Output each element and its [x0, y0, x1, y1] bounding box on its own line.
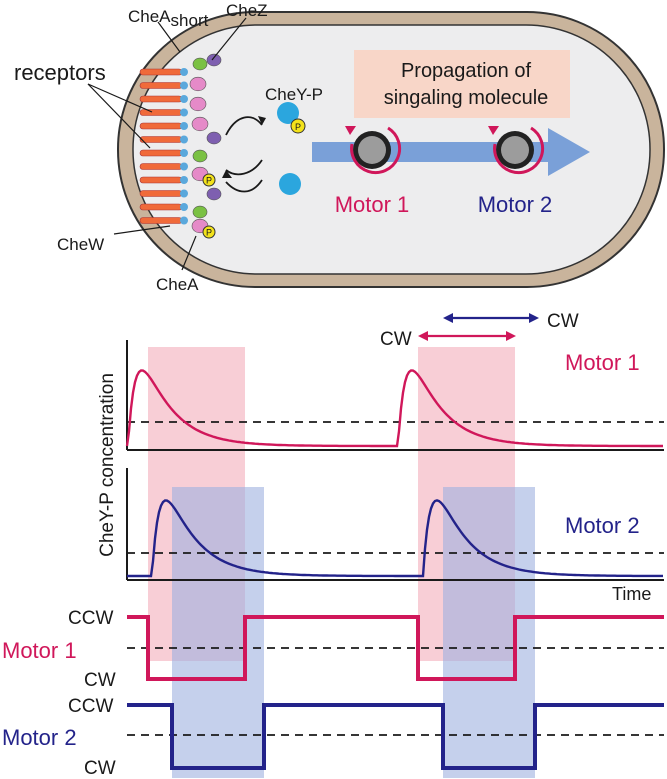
phosphate-letter: P	[206, 176, 212, 186]
motor2-band-2	[443, 487, 535, 778]
receptor	[139, 136, 183, 143]
receptor	[139, 217, 183, 224]
chew-label: CheW	[57, 235, 104, 254]
receptor	[139, 68, 183, 76]
time-bands	[148, 347, 535, 778]
phospho-label: P	[295, 122, 301, 132]
receptor	[139, 163, 183, 170]
motor1-cw-label: CW	[84, 670, 116, 691]
motor2-concentration-curve	[127, 499, 663, 578]
state-midlines	[127, 647, 664, 736]
chemotaxis-protein	[192, 149, 208, 163]
chemotaxis-protein	[192, 205, 208, 219]
chea-label: CheA	[156, 275, 199, 294]
chey-p-molecule: P	[277, 102, 306, 134]
chew-protein	[180, 135, 188, 144]
motor1-state-trace	[127, 615, 664, 681]
motor-1-symbol	[345, 126, 402, 174]
state-motor-2-label: Motor 2	[2, 725, 77, 750]
chez-label: CheZ	[226, 1, 268, 20]
receptor	[139, 190, 183, 197]
plot-motor-1-label: Motor 1	[565, 350, 640, 375]
propagation-label-line1: Propagation of	[401, 60, 532, 82]
chew-protein	[180, 216, 188, 225]
chew-protein	[180, 95, 188, 103]
chew-protein	[180, 68, 188, 76]
chey-molecule	[279, 173, 301, 195]
receptor	[139, 149, 183, 157]
phosphate-marker	[202, 173, 216, 187]
phosphotransfer-arrows	[222, 116, 266, 193]
chew-protein	[180, 122, 188, 130]
motor1-concentration-curve	[125, 369, 663, 448]
chemotaxis-protein	[189, 76, 207, 92]
chew-protein	[180, 81, 188, 90]
motor2-state-trace	[127, 703, 664, 770]
time-xlabel: Time	[612, 584, 651, 604]
chemotaxis-protein	[206, 187, 222, 201]
chew-protein	[180, 203, 188, 211]
motor1-ccw-label: CCW	[68, 608, 113, 629]
chemotaxis-protein	[189, 96, 207, 112]
cw-right-label: CW	[547, 311, 579, 332]
cell-motor-1-label: Motor 1	[335, 192, 410, 217]
motor2-cw-label: CW	[84, 758, 116, 779]
cw-left-label: CW	[380, 329, 412, 350]
chemotaxis-protein	[206, 53, 222, 67]
motor2-band-1	[172, 487, 264, 778]
concentration-ylabel: CheY-P concentration	[97, 373, 118, 557]
chey-p-label: CheY-P	[265, 85, 323, 104]
propagation-label-line2: singaling molecule	[384, 87, 549, 109]
cell-motor-2-label: Motor 2	[478, 192, 553, 217]
receptor	[139, 203, 183, 211]
chew-protein	[180, 149, 188, 157]
motor-2-symbol	[488, 126, 545, 174]
receptors-label: receptors	[14, 60, 106, 85]
state-motor-1-label: Motor 1	[2, 638, 77, 663]
receptor-array: PP	[139, 53, 222, 239]
chemotaxis-protein	[206, 131, 222, 145]
chemotaxis-protein	[192, 57, 208, 71]
plot-motor-2-label: Motor 2	[565, 513, 640, 538]
receptor	[139, 95, 183, 103]
phosphate-marker	[202, 225, 216, 239]
chemotaxis-protein	[191, 116, 209, 132]
receptor	[139, 109, 183, 116]
leader-lines	[87, 17, 247, 271]
receptor	[139, 122, 183, 130]
chew-protein	[180, 162, 188, 171]
cw-span-arrows	[418, 313, 539, 341]
phosphate-letter: P	[206, 228, 212, 238]
concentration-axes	[126, 340, 664, 581]
chew-protein	[180, 108, 188, 117]
chea-short-label: CheAshort	[128, 7, 209, 30]
chew-protein	[180, 176, 188, 184]
propagation-box	[354, 50, 570, 118]
motor2-ccw-label: CCW	[68, 696, 113, 717]
threshold-lines	[127, 421, 664, 554]
receptor	[139, 82, 183, 89]
receptor	[139, 176, 183, 184]
chew-protein	[180, 189, 188, 198]
